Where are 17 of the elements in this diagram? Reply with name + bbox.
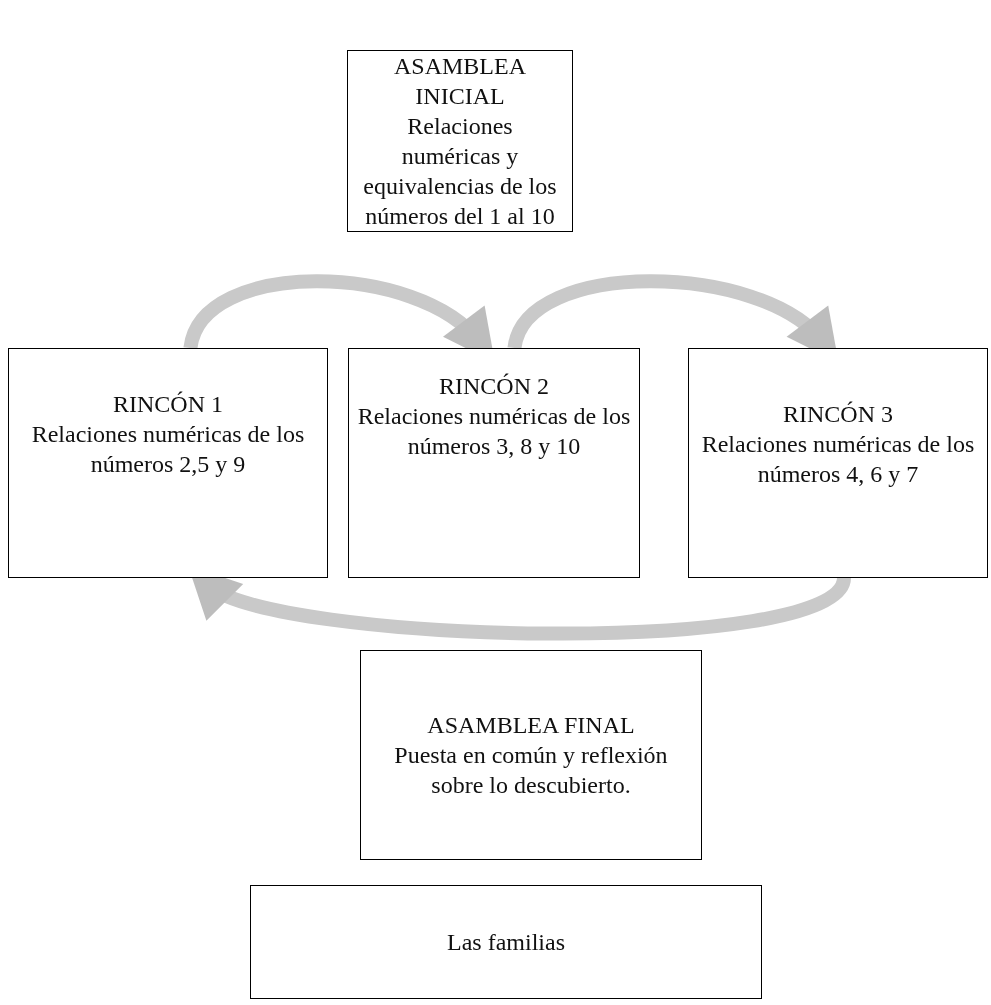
box-text: Relaciones numéricas de los números 4, 6 y 7 (700, 430, 976, 489)
box-heading: RINCÓN 2 (439, 372, 549, 401)
box-text: Relaciones numéricas de los números 3, 8 y 10 (357, 402, 631, 461)
text-box (250, 885, 762, 999)
box-heading: RINCÓN 3 (783, 400, 893, 429)
text-box (347, 50, 573, 232)
box-heading: RINCÓN 1 (113, 390, 223, 419)
box-heading: Las familias (447, 928, 565, 957)
text-box (348, 348, 640, 578)
box-heading: ASAMBLEA INICIAL (393, 52, 527, 111)
box-text: Relaciones numéricas y equivalencias de los números del 1 al 10 (362, 112, 558, 231)
box-heading: ASAMBLEA FINAL (427, 711, 635, 740)
text-box (8, 348, 328, 578)
box-text: Relaciones numéricas de los números 2,5 y 9 (30, 420, 306, 479)
text-box (688, 348, 988, 578)
box-text: Puesta en común y reflexión sobre lo descubierto. (393, 741, 669, 800)
text-box (360, 650, 702, 860)
